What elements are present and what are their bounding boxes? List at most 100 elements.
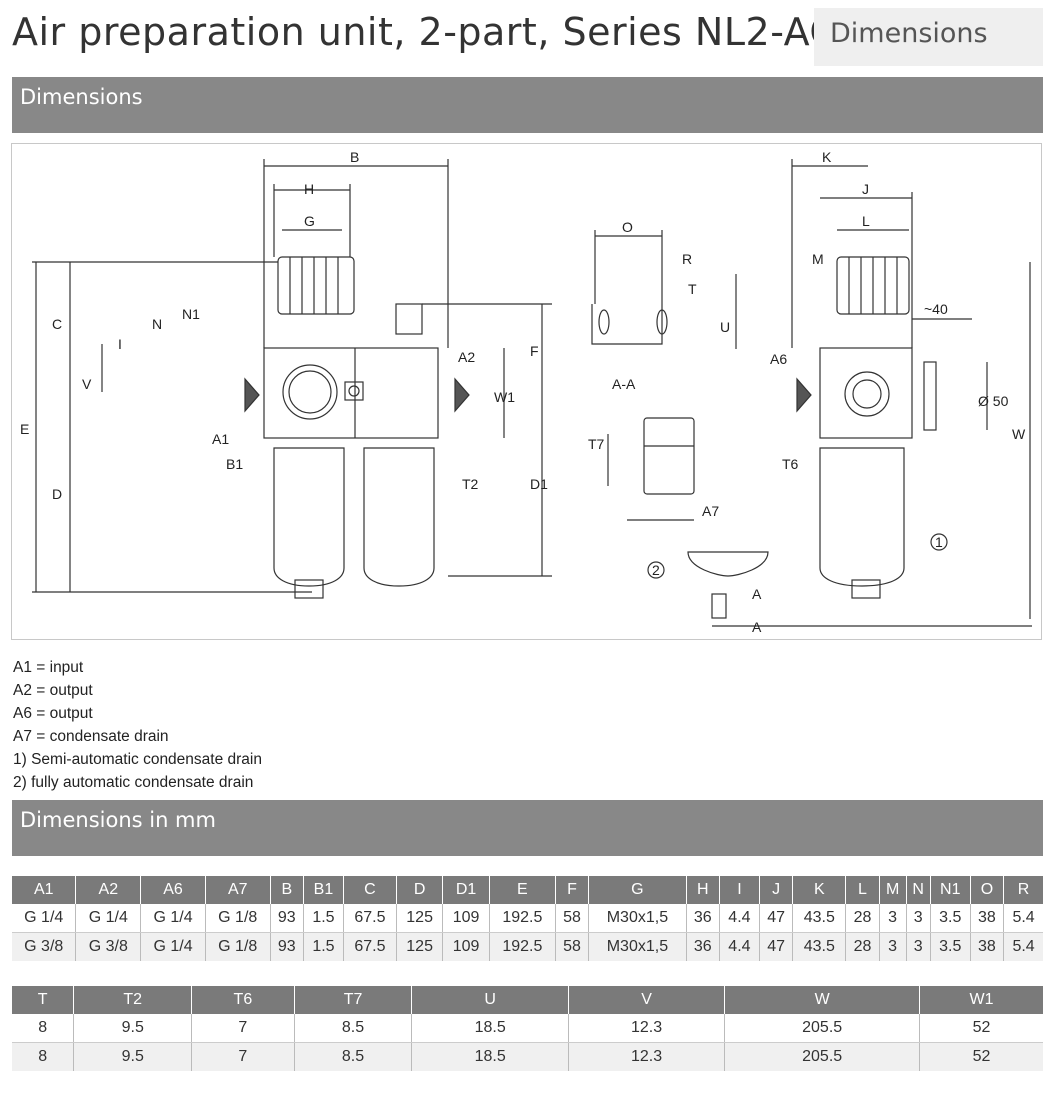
table-cell: 36 [686, 932, 720, 961]
section-header-dimensions-mm: Dimensions in mm [12, 800, 1043, 856]
regulator-knob [277, 256, 355, 315]
label-A1: A1 [212, 431, 229, 447]
column-header: N [906, 876, 931, 904]
label-A2: A2 [458, 349, 475, 365]
table-cell: 1.5 [303, 932, 344, 961]
table-cell: 47 [759, 932, 794, 961]
table-cell: 43.5 [792, 932, 847, 961]
column-header: J [759, 876, 794, 904]
label-C: C [52, 316, 62, 332]
column-header: E [489, 876, 556, 904]
column-header: G [588, 876, 687, 904]
table-cell: 109 [442, 904, 490, 933]
filter-bowl [273, 447, 345, 587]
label-A-upper: A [752, 586, 762, 602]
column-header: D1 [442, 876, 490, 904]
table-cell: 205.5 [724, 1014, 921, 1043]
table-cell: 8.5 [294, 1014, 413, 1043]
column-header: B [270, 876, 304, 904]
column-header: T [12, 986, 75, 1014]
label-D1: D1 [530, 476, 548, 492]
label-R: R [682, 251, 692, 267]
table-cell: 9.5 [73, 1042, 193, 1071]
label-A-lower: A [752, 619, 762, 635]
label-E: E [20, 421, 29, 437]
label-W: W [1012, 426, 1026, 442]
table-cell: 28 [845, 932, 880, 961]
table-cell: M30x1,5 [588, 932, 687, 961]
label-N: N [152, 316, 162, 332]
label-J: J [862, 181, 869, 197]
drawing-svg: B H G C N N1 I V A1 A2 F W1 E D B1 T2 D1… [20, 149, 1032, 635]
table-cell: 52 [919, 1014, 1043, 1043]
table-cell: 125 [396, 904, 444, 933]
label-T: T [688, 281, 697, 297]
column-header: C [343, 876, 397, 904]
note-line: 2) fully automatic condensate drain [13, 774, 254, 791]
table-cell: 192.5 [489, 904, 556, 933]
table-cell: 67.5 [343, 904, 397, 933]
table-cell: 205.5 [724, 1042, 921, 1071]
label-T6: T6 [782, 456, 799, 472]
table-cell: G 1/4 [140, 932, 206, 961]
table-cell: 3 [879, 932, 907, 961]
label-F: F [530, 343, 539, 359]
table-cell: 7 [191, 1042, 295, 1071]
column-header: A1 [12, 876, 77, 904]
label-2: 2 [652, 562, 660, 578]
table-cell: 8 [12, 1042, 75, 1071]
label-B1: B1 [226, 456, 243, 472]
pressure-gauge [282, 364, 338, 420]
section-header-dimensions: Dimensions [12, 77, 1043, 133]
label-AA: A-A [612, 376, 636, 392]
note-line: A1 = input [13, 659, 84, 676]
label-approx40: ~40 [924, 301, 948, 317]
label-N1: N1 [182, 306, 200, 322]
table-cell: 4.4 [719, 904, 760, 933]
table-cell: 52 [919, 1042, 1043, 1071]
table-cell: G 1/4 [12, 904, 77, 933]
column-header: A2 [75, 876, 142, 904]
table-cell: 125 [396, 932, 444, 961]
drain-valve [294, 579, 324, 599]
column-header: F [555, 876, 590, 904]
column-header: H [686, 876, 720, 904]
table-cell: 43.5 [792, 904, 847, 933]
label-dia50: Ø 50 [978, 393, 1009, 409]
label-W1: W1 [494, 389, 515, 405]
column-header: D [396, 876, 444, 904]
label-H: H [304, 181, 314, 197]
label-M: M [812, 251, 824, 267]
table-cell: 3 [906, 904, 931, 933]
table-cell: 8 [12, 1014, 75, 1043]
table-cell: 58 [555, 932, 590, 961]
table-cell: G 1/8 [205, 932, 271, 961]
table-cell: 7 [191, 1014, 295, 1043]
column-header: N1 [930, 876, 971, 904]
column-header: O [970, 876, 1005, 904]
legend-notes: A1 = input A2 = output A6 = output A7 = … [13, 656, 262, 794]
table-cell: 12.3 [568, 1014, 726, 1043]
table-cell: G 3/8 [12, 932, 77, 961]
label-1: 1 [935, 534, 943, 550]
label-U: U [720, 319, 730, 335]
technical-drawing: B H G C N N1 I V A1 A2 F W1 E D B1 T2 D1… [11, 143, 1042, 640]
table-cell: 47 [759, 904, 794, 933]
note-line: A6 = output [13, 705, 93, 722]
table-cell: 5.4 [1003, 904, 1043, 933]
label-T2: T2 [462, 476, 479, 492]
label-K: K [822, 149, 832, 165]
column-header: V [568, 986, 726, 1014]
column-header: R [1003, 876, 1043, 904]
label-D: D [52, 486, 62, 502]
table-cell: 67.5 [343, 932, 397, 961]
column-header: I [719, 876, 760, 904]
table-cell: M30x1,5 [588, 904, 687, 933]
table-cell: 18.5 [411, 1014, 569, 1043]
